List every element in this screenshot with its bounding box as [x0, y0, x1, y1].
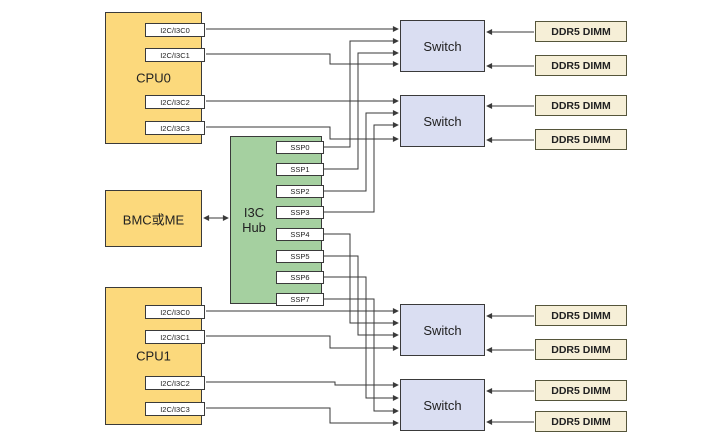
- switch-3: Switch: [400, 304, 485, 356]
- cpu0-port-3: I2C/I3C3: [145, 121, 205, 135]
- dimm-to-switch-wires: [486, 29, 534, 425]
- dimm-6: DDR5 DIMM: [535, 339, 627, 360]
- dimm-2: DDR5 DIMM: [535, 55, 627, 76]
- dimm-5: DDR5 DIMM: [535, 305, 627, 326]
- dimm-1: DDR5 DIMM: [535, 21, 627, 42]
- hub-port-ssp0: SSP0: [276, 141, 324, 154]
- cpu0-to-switch-wires: [206, 26, 399, 142]
- hub-ssp-to-switch-wires: [324, 38, 399, 414]
- hub-port-ssp4: SSP4: [276, 228, 324, 241]
- bmc-block: BMC或ME: [105, 190, 202, 247]
- switch-2: Switch: [400, 95, 485, 147]
- switch-1: Switch: [400, 20, 485, 72]
- i3c-hub-label: I3C Hub: [242, 205, 266, 235]
- cpu1-block: CPU1 I2C/I3C0 I2C/I3C1 I2C/I3C2 I2C/I3C3: [105, 287, 205, 425]
- dimm-3: DDR5 DIMM: [535, 95, 627, 116]
- hub-port-ssp1: SSP1: [276, 163, 324, 176]
- cpu0-port-1: I2C/I3C1: [145, 48, 205, 62]
- dimm-8: DDR5 DIMM: [535, 411, 627, 432]
- dimm-4: DDR5 DIMM: [535, 129, 627, 150]
- hub-port-ssp7: SSP7: [276, 293, 324, 306]
- cpu1-label: CPU1: [136, 348, 171, 364]
- i3c-hub-block: I3C Hub SSP0 SSP1 SSP2 SSP3 SSP4 SSP5 SS…: [230, 136, 324, 306]
- cpu0-port-2: I2C/I3C2: [145, 95, 205, 109]
- cpu1-port-1: I2C/I3C1: [145, 330, 205, 344]
- hub-port-ssp2: SSP2: [276, 185, 324, 198]
- cpu0-label: CPU0: [136, 70, 171, 86]
- cpu1-port-3: I2C/I3C3: [145, 402, 205, 416]
- cpu1-to-switch-wires: [206, 308, 399, 426]
- bmc-label: BMC或ME: [122, 212, 185, 227]
- cpu0-port-0: I2C/I3C0: [145, 23, 205, 37]
- hub-port-ssp3: SSP3: [276, 206, 324, 219]
- cpu0-block: CPU0 I2C/I3C0 I2C/I3C1 I2C/I3C2 I2C/I3C3: [105, 12, 205, 144]
- dimm-7: DDR5 DIMM: [535, 380, 627, 401]
- hub-port-ssp6: SSP6: [276, 271, 324, 284]
- cpu1-port-0: I2C/I3C0: [145, 305, 205, 319]
- hub-port-ssp5: SSP5: [276, 250, 324, 263]
- cpu1-port-2: I2C/I3C2: [145, 376, 205, 390]
- switch-4: Switch: [400, 379, 485, 431]
